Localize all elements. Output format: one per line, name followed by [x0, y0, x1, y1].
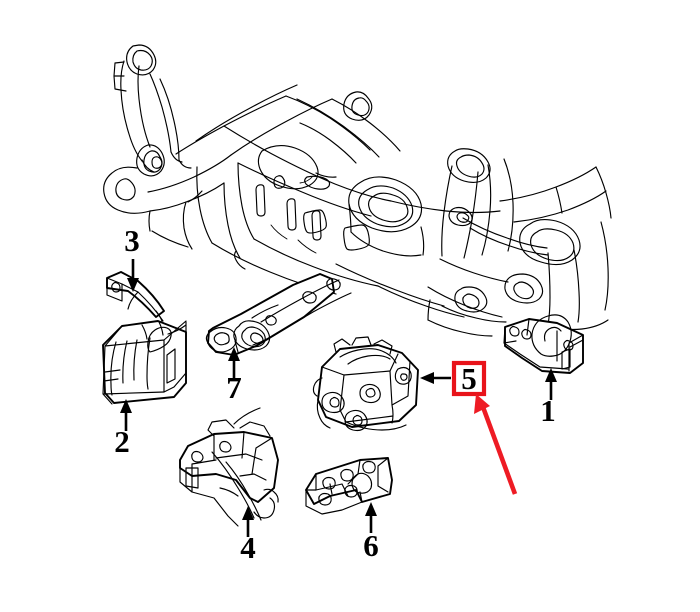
callout-label-4: 4 — [240, 530, 256, 565]
callout-label-6: 6 — [363, 528, 379, 563]
red-pointer-arrow — [474, 394, 518, 495]
leader-line-5 — [420, 372, 451, 384]
part-4-shape-transmission-support-bracket — [179, 407, 279, 527]
leader-line-4 — [242, 506, 254, 537]
part-2-shape-left-engine-mount — [102, 320, 187, 405]
callout-label-5: 5 — [461, 361, 477, 396]
leader-line-1 — [545, 368, 557, 400]
part-3-shape-mount-heat-shield-bracket — [106, 271, 165, 322]
part-5-shape-transmission-mount — [312, 336, 419, 432]
highlighted-callout-5: 5 — [451, 360, 487, 397]
leader-line-3 — [127, 259, 139, 292]
callout-leaders — [120, 259, 557, 537]
engine-cradle-subframe — [103, 44, 612, 337]
callout-label-2: 2 — [114, 424, 130, 459]
leader-line-2 — [120, 399, 132, 431]
part-6-shape-rear-mount-block — [305, 457, 393, 515]
leader-line-6 — [365, 502, 377, 533]
callout-label-3: 3 — [124, 223, 140, 258]
part-7-shape-torque-strut-link — [205, 273, 352, 356]
callout-label-1: 1 — [540, 393, 556, 428]
callout-label-7: 7 — [226, 370, 242, 405]
highlight-box — [451, 360, 487, 397]
part-1-shape-right-mount-bracket — [503, 314, 584, 374]
leader-line-7 — [228, 347, 240, 378]
